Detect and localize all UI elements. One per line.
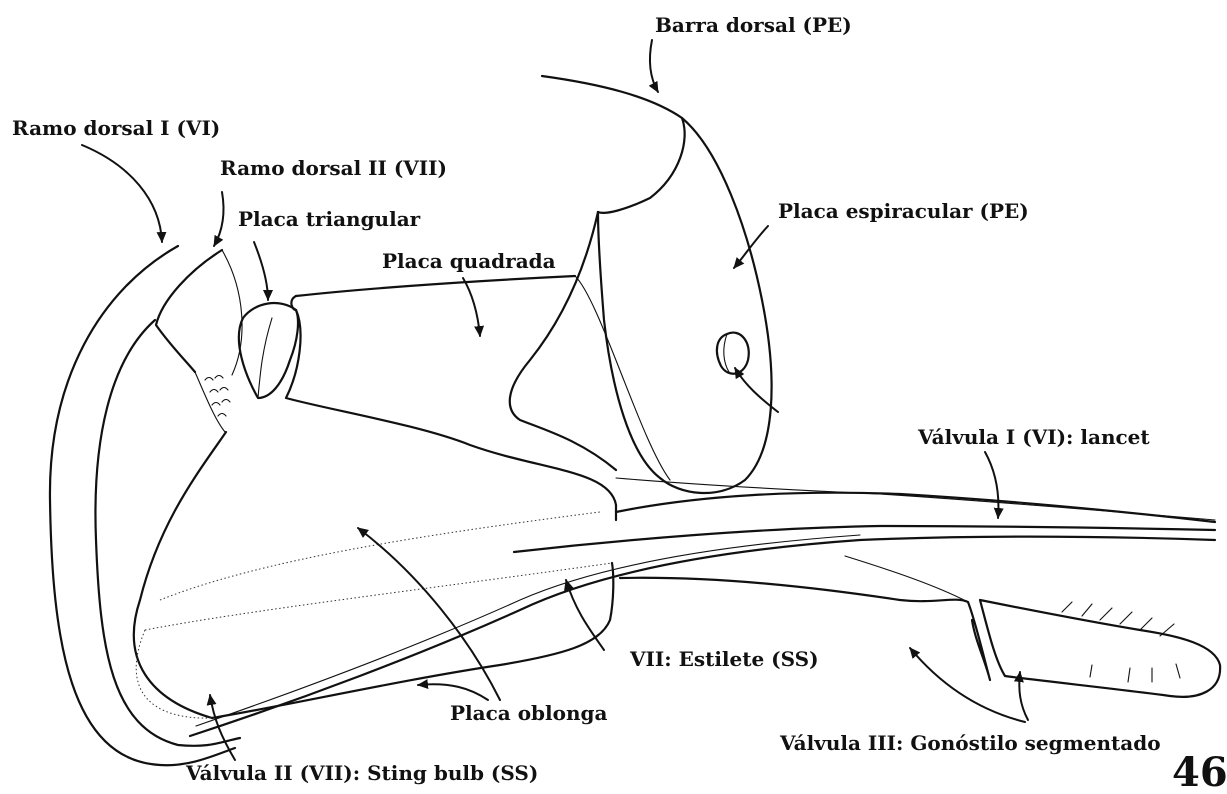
arrow-placa-oblonga-2 [417,679,489,701]
sting-bulb-upper [132,430,228,720]
arrow-placa-oblonga-1 [357,527,501,701]
valvula-3-upper-line [844,555,969,603]
label-ramo-dorsal-2: Ramo dorsal II (VII) [220,156,447,180]
label-placa-triangular: Placa triangular [238,207,421,231]
sting-bulb-lower [210,561,615,720]
arrow-ramo-dorsal-1 [81,144,167,243]
estilete-inner [195,534,861,727]
arrow-estilete [564,579,605,651]
label-placa-espiracular: Placa espiracular (PE) [778,199,1029,223]
barra-dorsal [540,74,686,214]
arrow-placa-triangular [253,241,273,301]
valvula-3-basal [618,576,992,682]
arrow-placa-quadrada [462,277,485,337]
placa-quadrada-edge [574,275,671,481]
ramo-dorsal-2 [154,248,224,374]
label-placa-oblonga: Placa oblonga [450,701,607,725]
valvula-1-top [615,477,1216,521]
placa-quadrada [284,294,618,507]
dotted-line-1 [159,511,601,601]
arrow-spiracle [734,367,779,413]
arrow-valvula-3-a [909,647,1026,723]
estilete [188,535,1217,738]
ramo-dorsal-1-inner [94,318,242,747]
valvula-1-lower [512,524,1217,554]
ramo-dorsal-2-inner [221,249,243,376]
label-estilete: VII: Estilete (SS) [629,647,819,671]
label-valvula-3: Válvula III: Gonóstilo segmentado [779,731,1161,755]
arrow-barra-dorsal [648,39,659,93]
label-barra-dorsal: Barra dorsal (PE) [655,13,852,37]
placa-espiracular [596,116,773,494]
arrow-valvula-3-b [1013,671,1029,721]
setal-patch [194,371,231,433]
spiracle [715,331,750,375]
label-valvula-2: Válvula II (VII): Sting bulb (SS) [185,761,538,785]
label-valvula-1: Válvula I (VI): lancet [917,425,1150,449]
placa-triangular-inner [257,317,273,399]
gonostilo-setae [1061,601,1181,683]
figure-number: 46 [1172,749,1227,794]
placa-quadrada-top [294,274,577,298]
placa-triangular [237,302,300,400]
dotted-line-2 [144,562,613,631]
label-ramo-dorsal-1: Ramo dorsal I (VI) [12,116,220,140]
gonostilo-segment [978,598,1222,698]
arrow-valvula-2 [206,694,236,761]
spiracle-inner [723,333,730,373]
valvula-1-upper [614,491,1217,524]
placa-espiracular-left [508,210,618,472]
arrow-placa-espiracular [733,225,769,269]
arrow-valvula-1 [984,451,1004,519]
label-placa-quadrada: Placa quadrada [382,249,556,273]
ramo-dorsal-1-outer [48,244,237,767]
dotted-line-3 [135,629,213,719]
arrow-ramo-dorsal-2 [213,191,225,247]
